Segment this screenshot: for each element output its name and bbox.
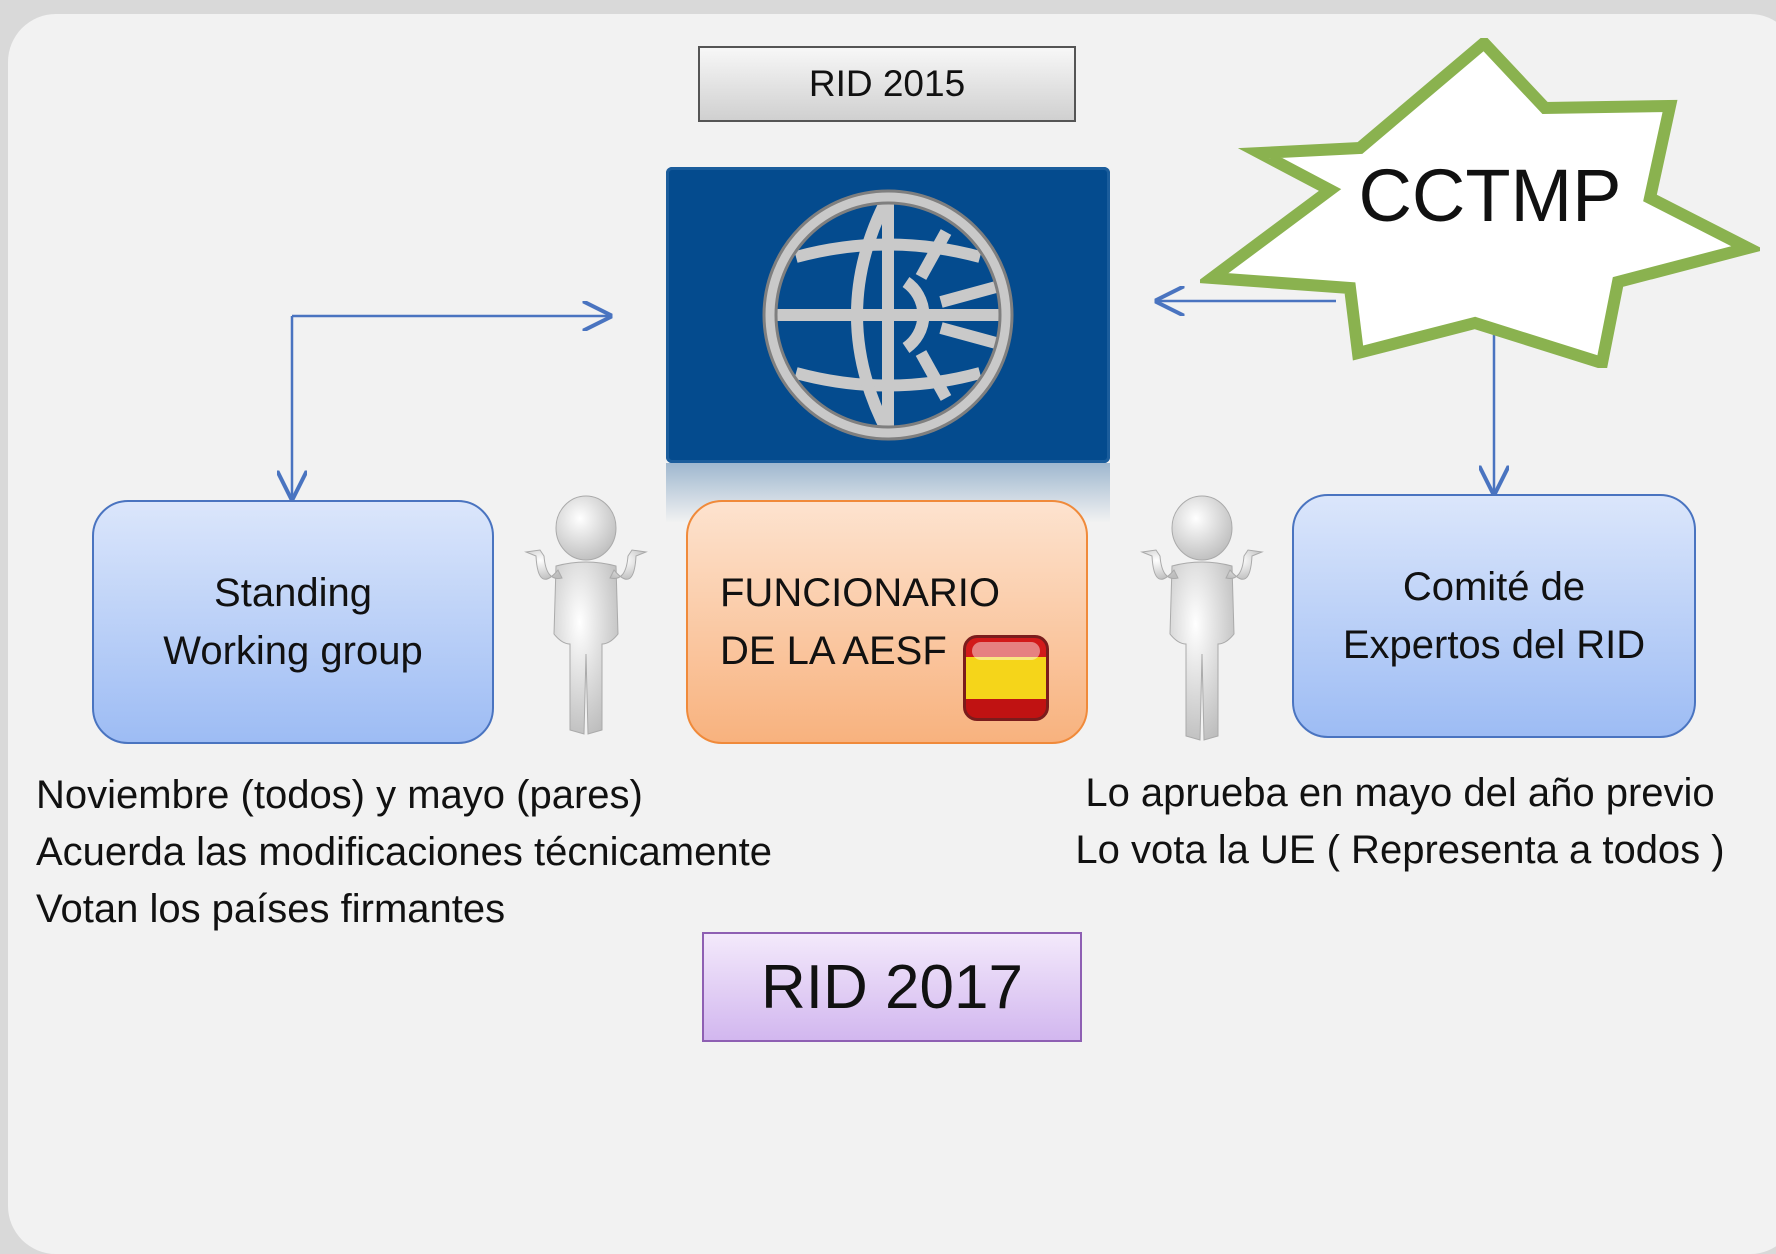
spain-flag-icon [963, 635, 1049, 721]
note-left-3: Votan los países firmantes [36, 887, 506, 931]
rid-2017-box: RID 2017 [702, 932, 1082, 1042]
cctmp-label: CCTMP [1358, 153, 1622, 237]
funcionario-line-1: FUNCIONARIO [720, 571, 1000, 615]
rid-2015-label: RID 2015 [808, 63, 966, 104]
connectors [0, 0, 1776, 1223]
cctmp-star [1200, 38, 1760, 368]
rid-2017-label: RID 2017 [761, 952, 1023, 1022]
comite-expertos-box: Comité de Expertos del RID [1292, 494, 1696, 738]
comite-line-1: Comité de [1402, 565, 1586, 609]
funcionario-line-2: DE LA AESF [720, 629, 947, 673]
standing-line-2: Working group [163, 629, 423, 673]
notes-left: Noviembre (todos) y mayo (pares) Acuerda… [36, 767, 876, 938]
note-right-2: Lo vota la UE ( Representa a todos ) [1075, 828, 1725, 872]
comite-line-2: Expertos del RID [1342, 623, 1646, 667]
standing-working-group-box: Standing Working group [92, 500, 494, 744]
note-left-1: Noviembre (todos) y mayo (pares) [36, 773, 643, 817]
shrugging-person-icon [524, 495, 648, 735]
globe-logo-icon [666, 167, 1110, 463]
note-left-2: Acuerda las modificaciones técnicamente [36, 830, 772, 874]
standing-line-1: Standing [214, 571, 372, 615]
shrugging-person-icon [1140, 495, 1264, 741]
notes-right: Lo aprueba en mayo del año previo Lo vot… [1030, 765, 1770, 879]
rid-2015-box: RID 2015 [698, 46, 1076, 122]
note-right-1: Lo aprueba en mayo del año previo [1085, 771, 1715, 815]
